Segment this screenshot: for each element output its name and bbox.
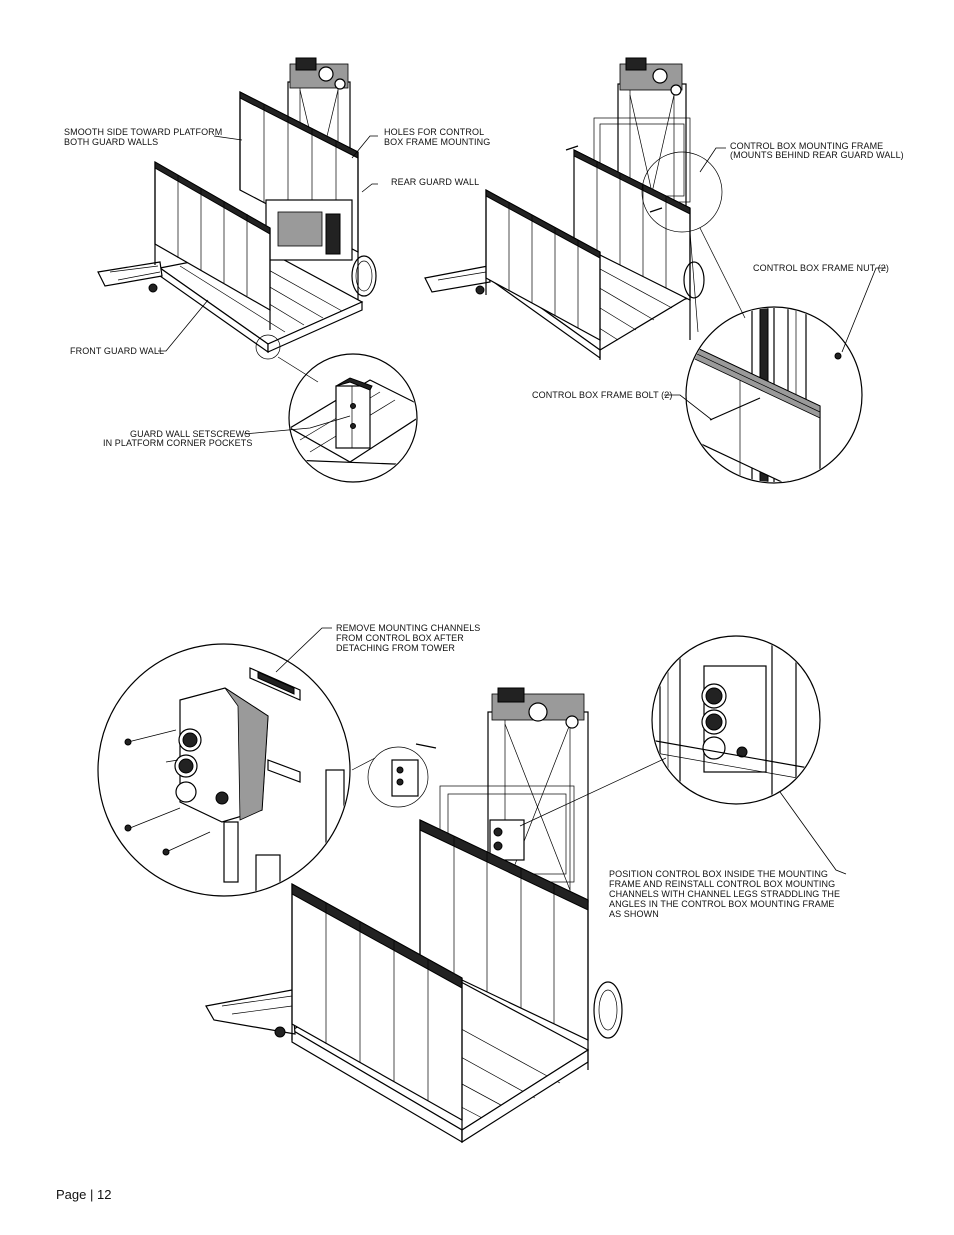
assembly-control-box-install xyxy=(205,687,623,1144)
label-remove-channels-2: FROM CONTROL BOX AFTER xyxy=(336,633,464,643)
label-rear-guard-wall: REAR GUARD WALL xyxy=(391,177,479,187)
label-front-guard-wall: FRONT GUARD WALL xyxy=(70,346,164,356)
exploded-control-box xyxy=(391,743,437,797)
remove-channels-detail xyxy=(97,643,351,897)
label-position-5: AS SHOWN xyxy=(609,909,659,919)
label-smooth-side-2: BOTH GUARD WALLS xyxy=(64,137,158,147)
label-position-3: CHANNELS WITH CHANNEL LEGS STRADDLING TH… xyxy=(609,889,840,899)
label-holes-2: BOX FRAME MOUNTING xyxy=(384,137,490,147)
platform-ramp xyxy=(97,261,163,293)
frame-bolt-detail-callout xyxy=(685,306,863,484)
label-position-4: ANGLES IN THE CONTROL BOX MOUNTING FRAME xyxy=(609,899,835,909)
label-holes-1: HOLES FOR CONTROL xyxy=(384,127,484,137)
label-cb-mount-frame-1: CONTROL BOX MOUNTING FRAME xyxy=(730,141,883,151)
label-remove-channels-3: DETACHING FROM TOWER xyxy=(336,643,455,653)
installed-box-detail xyxy=(519,635,821,827)
label-position-2: FRAME AND REINSTALL CONTROL BOX MOUNTING xyxy=(609,879,835,889)
assembly-control-box-frame xyxy=(424,57,746,360)
label-remove-channels-1: REMOVE MOUNTING CHANNELS xyxy=(336,623,480,633)
page-number: Page | 12 xyxy=(56,1187,112,1202)
label-setscrews-1: GUARD WALL SETSCREWS xyxy=(130,429,250,439)
label-position-1: POSITION CONTROL BOX INSIDE THE MOUNTING xyxy=(609,869,828,879)
control-box-frame xyxy=(265,199,353,261)
label-cb-frame-nut: CONTROL BOX FRAME NUT (2) xyxy=(753,263,889,273)
setscrew-detail-callout xyxy=(288,353,418,483)
assembly-guard-walls xyxy=(97,57,377,383)
front-guard-wall xyxy=(154,160,271,330)
label-cb-frame-bolt: CONTROL BOX FRAME BOLT (2) xyxy=(532,390,672,400)
leader-lines xyxy=(158,135,886,875)
label-smooth-side-1: SMOOTH SIDE TOWARD PLATFORM xyxy=(64,127,222,137)
label-cb-mount-frame-2: (MOUNTS BEHIND REAR GUARD WALL) xyxy=(730,150,904,160)
callout-labels: SMOOTH SIDE TOWARD PLATFORM BOTH GUARD W… xyxy=(64,127,904,919)
label-setscrews-2: IN PLATFORM CORNER POCKETS xyxy=(103,438,252,448)
